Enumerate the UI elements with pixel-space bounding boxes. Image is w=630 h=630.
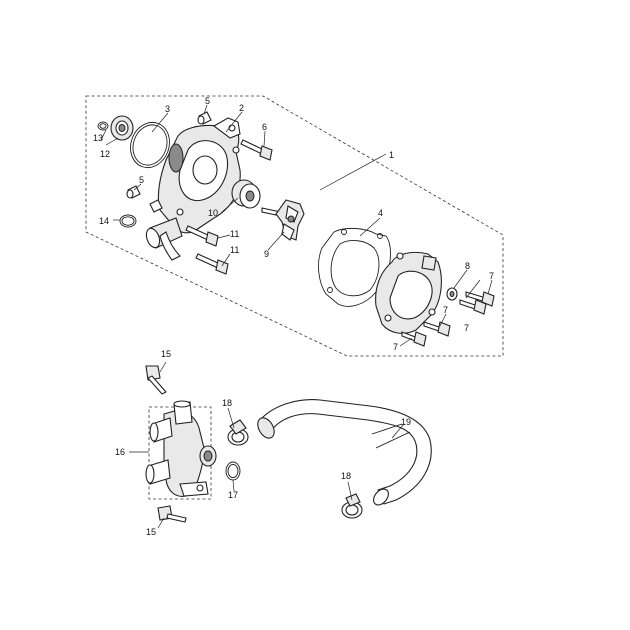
label-part-7-d: 7 xyxy=(393,342,398,352)
part-18-hose-clamp-lower xyxy=(341,493,363,519)
part-12-oil-seal xyxy=(110,115,134,141)
part-2-pump-housing xyxy=(145,117,241,261)
water-pump-assembly-boundary xyxy=(85,95,504,357)
label-part-15-upper: 15 xyxy=(161,349,171,359)
part-5-dowel-pin-upper xyxy=(197,111,212,125)
label-part-11-upper: 11 xyxy=(230,229,239,239)
label-part-11-lower: 11 xyxy=(230,245,239,255)
part-15-bolt-lower xyxy=(157,505,187,523)
part-11-bolt-lower xyxy=(195,253,229,275)
part-7-bolt-a xyxy=(465,291,495,307)
part-11-bolt-upper xyxy=(185,225,219,247)
label-part-5-lower: 5 xyxy=(139,175,144,185)
label-part-7-b: 7 xyxy=(464,323,469,333)
label-part-17: 17 xyxy=(228,490,238,500)
part-7-bolt-d xyxy=(401,331,427,347)
label-part-12: 12 xyxy=(100,149,110,159)
label-part-15-lower: 15 xyxy=(146,527,156,537)
part-15-bolt-upper xyxy=(145,365,167,395)
part-7-bolt-b xyxy=(459,299,487,315)
label-part-18-lower: 18 xyxy=(341,471,351,481)
label-part-18-upper: 18 xyxy=(222,398,232,408)
part-9-impeller xyxy=(261,199,305,241)
label-part-2: 2 xyxy=(239,103,244,113)
part-19-coolant-hose xyxy=(257,399,432,506)
part-7-bolt-c xyxy=(423,321,451,337)
label-part-16: 16 xyxy=(115,447,125,457)
pump-cover xyxy=(375,251,442,334)
label-part-9: 9 xyxy=(264,249,269,259)
label-part-8: 8 xyxy=(465,261,470,271)
label-part-1: 1 xyxy=(389,150,394,160)
part-14-oring xyxy=(119,214,137,228)
part-8-washer xyxy=(446,287,458,301)
label-part-14: 14 xyxy=(99,216,109,226)
label-part-7-a: 7 xyxy=(489,271,494,281)
part-16-thermostat-housing xyxy=(145,400,217,497)
part-10-bearing xyxy=(231,179,261,209)
label-part-3: 3 xyxy=(165,104,170,114)
label-part-19: 19 xyxy=(401,417,411,427)
label-part-6: 6 xyxy=(262,122,267,132)
label-part-5-upper: 5 xyxy=(205,96,210,106)
label-part-4: 4 xyxy=(378,208,383,218)
label-part-10: 10 xyxy=(208,208,218,218)
dowel-pin-side xyxy=(149,199,163,213)
part-18-hose-clamp-upper xyxy=(227,419,249,446)
part-17-oring xyxy=(225,461,241,481)
label-part-13: 13 xyxy=(93,133,103,143)
leader-lines xyxy=(100,104,493,529)
part-5-dowel-pin-lower xyxy=(126,185,141,199)
part-6-bolt xyxy=(240,139,273,161)
part-13-small-oring xyxy=(97,121,109,131)
label-part-7-c: 7 xyxy=(443,305,448,315)
